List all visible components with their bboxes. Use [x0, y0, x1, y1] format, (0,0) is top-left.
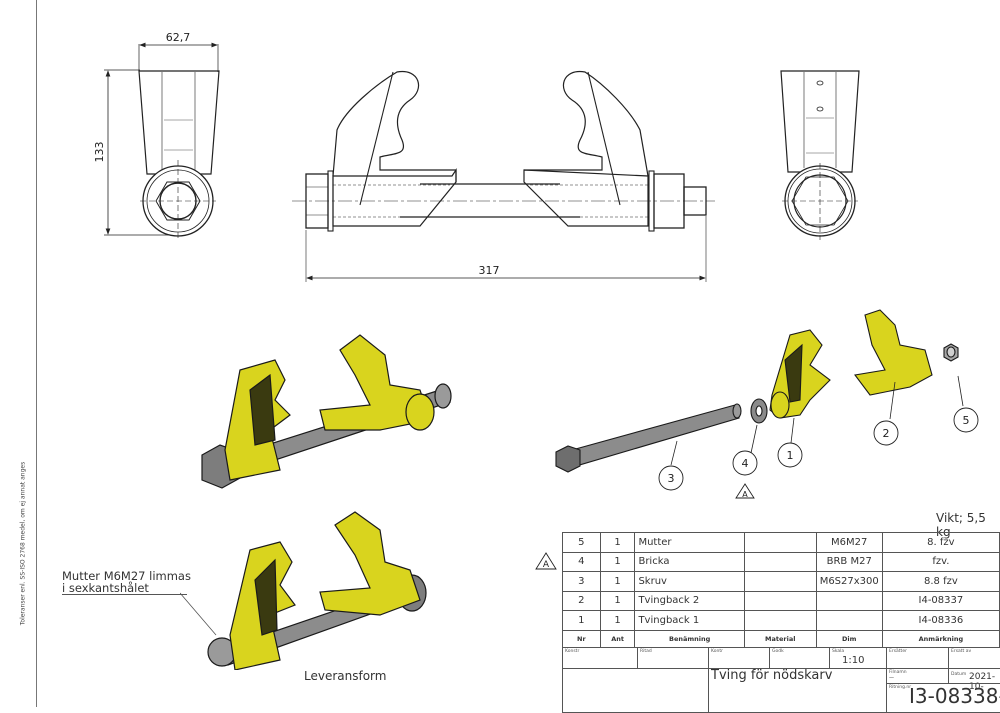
tb-kontr: Kontr	[708, 647, 770, 669]
tb-blank	[562, 668, 709, 713]
tb-title: Tving för nödskarv	[708, 668, 887, 713]
end-view-left	[104, 42, 220, 240]
tb-datum: Datum 2021-10-	[948, 668, 1000, 692]
revision-triangle	[735, 483, 755, 499]
end-view-right	[780, 70, 860, 240]
delivery-form-view	[180, 511, 427, 670]
jaw-2	[319, 334, 431, 431]
header-material: Material	[743, 629, 817, 648]
balloon-5-label: 5	[963, 414, 970, 427]
scale-value: 1:10	[842, 655, 865, 666]
balloon-3-label: 3	[668, 472, 675, 485]
bom-row: 5 1 Mutter M6M27 8. fzv	[562, 532, 1000, 553]
balloon-5	[953, 407, 979, 433]
length-dimension-value: 317	[479, 264, 500, 277]
bom-revision-marker: A	[535, 552, 557, 570]
jaw-2	[319, 511, 421, 616]
tb-konstr: Konstr	[562, 647, 638, 669]
date-value: 2021-10-	[969, 672, 996, 692]
delivery-caption: Leveransform	[304, 669, 387, 683]
tb-ersatter: Ersätter	[886, 647, 949, 669]
svg-text:A: A	[543, 560, 550, 570]
width-dimension-value: 62,7	[166, 31, 191, 44]
balloon-4	[732, 450, 758, 476]
bom-row: 1 1 Tvingback 1 I4-08336	[562, 610, 1000, 631]
header-benamning: Benämning	[634, 629, 745, 648]
tb-ritad: Ritad	[637, 647, 709, 669]
tb-skala: Skala 1:10	[829, 647, 887, 669]
drawing-number: I3-08338-A	[909, 684, 1000, 708]
tb-godk: Godk	[769, 647, 830, 669]
balloon-2-label: 2	[883, 427, 890, 440]
tb-filnamn: Filnamn —	[886, 668, 949, 684]
height-dimension-value: 133	[93, 142, 106, 163]
bill-of-materials: 5 1 Mutter M6M27 8. fzv 4 1 Bricka BRB M…	[562, 532, 1000, 648]
header-anmarkning: Anmärkning	[881, 629, 1000, 648]
tb-ersatt-av: Ersatt av	[948, 647, 1000, 669]
balloon-2	[873, 420, 899, 446]
part-2-jaw	[854, 309, 933, 396]
front-view	[292, 71, 715, 282]
bom-row: 3 1 Skruv M6S27x300 8.8 fzv	[562, 571, 1000, 592]
balloon-3	[658, 465, 684, 491]
bom-row: 4 1 Bricka BRB M27 fzv.	[562, 551, 1000, 572]
revision-marker-label: A	[742, 490, 748, 499]
part-3-bolt	[571, 404, 740, 467]
header-dim: Dim	[815, 629, 883, 648]
tolerance-note: Toleranser enl. SS-ISO 2768 medel, om ej…	[19, 461, 27, 626]
drawing-title: Tving för nödskarv	[711, 668, 833, 683]
assembly-note: Mutter M6M27 limmas i sexkantshålet	[62, 570, 191, 595]
isometric-assembly-view	[201, 334, 452, 489]
bom-row: 2 1 Tvingback 2 I4-08337	[562, 590, 1000, 611]
header-nr: Nr	[562, 629, 601, 648]
assembly-note-line2: i sexkantshålet	[62, 582, 187, 595]
balloon-1	[777, 442, 803, 468]
drawing-border	[36, 0, 37, 707]
balloon-4-label: 4	[742, 457, 749, 470]
bom-header-row: Nr Ant Benämning Material Dim Anmärkning	[562, 629, 1000, 648]
tb-ritning-nr: Ritning.nr I3-08338-A	[886, 683, 1000, 713]
exploded-view: 3 4 1 2 5 A	[555, 309, 979, 499]
header-ant: Ant	[599, 629, 636, 648]
orthographic-views: 62,7 133 317	[93, 31, 860, 282]
assembly-note-line1: Mutter M6M27 limmas	[62, 569, 191, 583]
balloon-1-label: 1	[787, 449, 794, 462]
